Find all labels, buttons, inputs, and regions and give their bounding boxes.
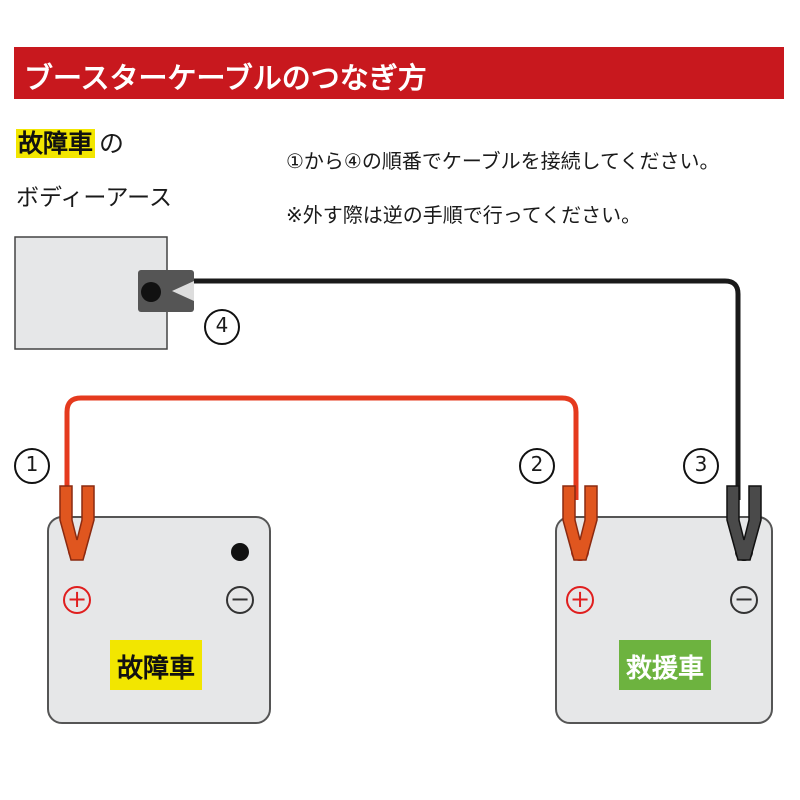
right-minus-sign: −: [733, 585, 755, 613]
right-red-clamp-icon: [562, 485, 598, 561]
step-1-circle: [14, 448, 50, 484]
right-minus-icon: [730, 586, 758, 614]
header-bar: ブースターケーブルのつなぎ方: [14, 47, 784, 99]
step-3-number: 3: [694, 452, 708, 476]
right-plus-sign: +: [569, 585, 591, 613]
left-minus-sign: −: [229, 585, 251, 613]
left-battery: [47, 516, 271, 724]
instruction-line-1: ①から④の順番でケーブルを接続してください。: [286, 149, 720, 173]
right-battery-label: 救援車: [625, 654, 704, 684]
left-minus-terminal: [231, 543, 249, 561]
ground-label: 故障車の: [16, 124, 124, 160]
step-3-circle: [683, 448, 719, 484]
ground-label-line2: ボディーアース: [16, 185, 172, 211]
step-4-circle: [204, 309, 240, 345]
left-plus-icon: [63, 586, 91, 614]
instruction-line-2: ※外す際は逆の手順で行ってください。: [286, 203, 642, 227]
right-battery: [555, 516, 773, 724]
right-battery-badge-bg: [619, 640, 711, 690]
page-title: ブースターケーブルのつなぎ方: [24, 61, 427, 95]
left-plus-sign: +: [66, 585, 88, 613]
step-2-number: 2: [530, 452, 544, 476]
right-black-clamp-icon: [726, 485, 762, 561]
right-plus-icon: [566, 586, 594, 614]
step-1-number: 1: [25, 452, 39, 476]
left-battery-label: 故障車: [116, 654, 195, 684]
ground-suffix: の: [99, 129, 125, 158]
step-2-circle: [519, 448, 555, 484]
ground-clamp-icon: [138, 270, 194, 312]
left-red-clamp-icon: [59, 485, 95, 561]
black-cable: [190, 278, 741, 500]
red-cable: [64, 395, 579, 500]
step-4-number: 4: [215, 313, 229, 337]
left-battery-badge-bg: [110, 640, 202, 690]
left-minus-icon: [226, 586, 254, 614]
broken-car-badge: 故障車: [16, 129, 96, 158]
